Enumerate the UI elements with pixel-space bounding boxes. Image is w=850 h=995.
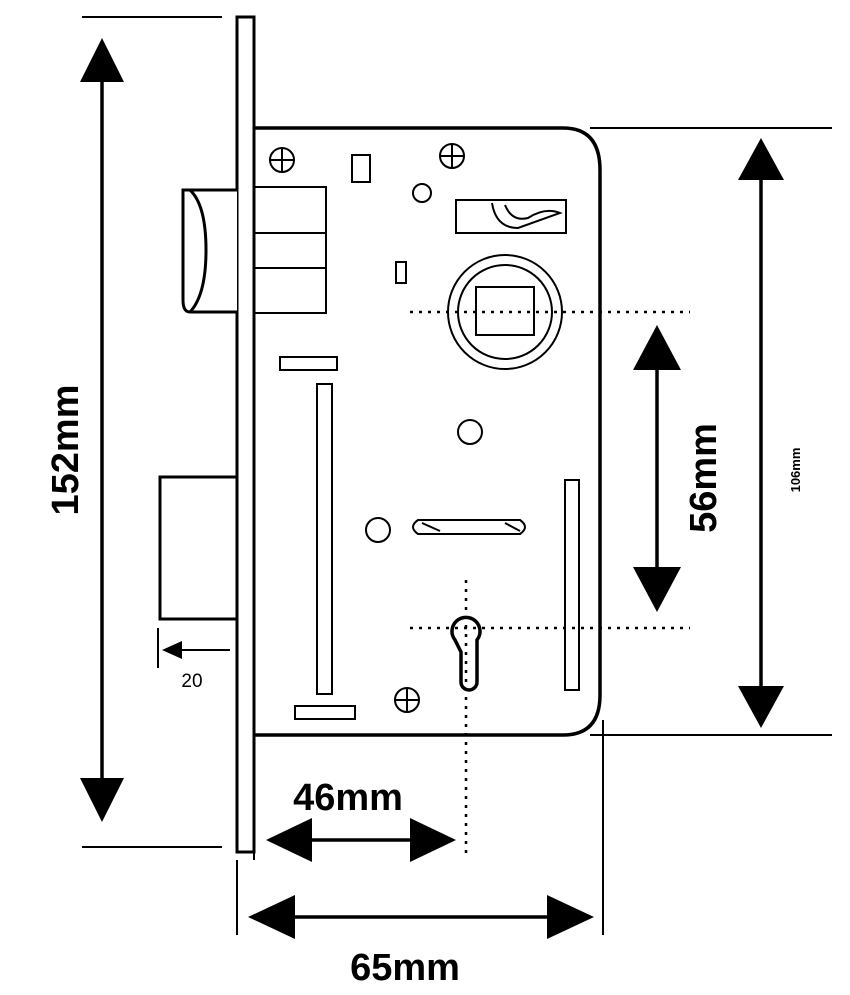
- small-slot-mid: [395, 261, 407, 284]
- slot-left-bottom: [294, 705, 356, 720]
- lever-slot: [455, 199, 567, 234]
- dimension-152mm: [80, 38, 124, 822]
- latch-bolt: [181, 188, 237, 314]
- dimension-106mm: [738, 138, 784, 728]
- keyhole: [450, 615, 482, 692]
- screw-top-left: [269, 147, 295, 173]
- cam-slot-inner: [421, 522, 521, 532]
- hole-left: [365, 517, 391, 543]
- cam-slot: [412, 519, 526, 535]
- slot-right-long: [564, 479, 580, 691]
- lock-case: [254, 126, 602, 737]
- dead-bolt: [158, 475, 239, 621]
- latch-tail-3: [253, 267, 327, 314]
- slot-left-long: [316, 383, 333, 695]
- dimension-152mm-label: 152mm: [45, 385, 87, 516]
- dimension-20: [162, 641, 230, 659]
- lever-mark: [491, 202, 563, 230]
- slot-left-top: [279, 356, 338, 371]
- dimension-46mm-label: 46mm: [293, 777, 403, 819]
- small-hole-top: [412, 183, 432, 203]
- hole-mid: [457, 419, 483, 445]
- faceplate: [235, 15, 256, 854]
- dimension-65mm: [248, 895, 594, 939]
- dimension-65mm-label: 65mm: [350, 947, 460, 989]
- latch-tail: [253, 186, 327, 234]
- dimension-56mm-label: 56mm: [683, 423, 725, 533]
- screw-bottom: [394, 687, 420, 713]
- dimension-46mm: [266, 818, 456, 862]
- screw-top-right: [439, 143, 465, 169]
- dimension-106mm-label: 106mm: [788, 448, 803, 493]
- latch-tail-2: [253, 232, 327, 269]
- dimension-20-label: 20: [181, 671, 202, 692]
- dimension-56mm: [633, 325, 681, 612]
- small-slot-top: [351, 154, 371, 183]
